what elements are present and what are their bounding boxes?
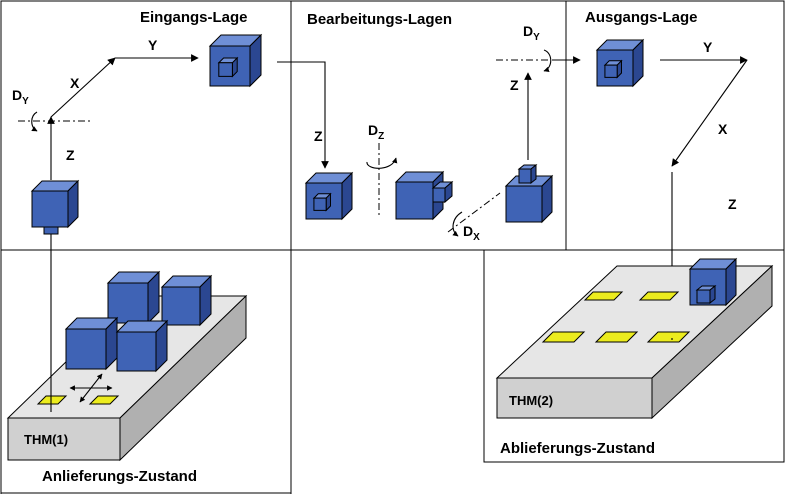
- dy-label-right: DY: [523, 23, 540, 43]
- outer-top-frame: [0, 0, 785, 251]
- tray-thm2-pocket-3: [541, 331, 586, 343]
- x-axis-arrow-right: [671, 59, 748, 167]
- inner-cube-front: [604, 64, 618, 78]
- input-section-title: Eingangs-Lage: [140, 9, 248, 26]
- cube: [30, 179, 80, 229]
- cube: [106, 270, 161, 325]
- placed-stub-side: [709, 284, 716, 305]
- output-section-title: Ausgangs-Lage: [585, 9, 698, 26]
- dy-label-left: DY: [12, 87, 29, 107]
- cube-front: [65, 328, 107, 370]
- top-stub: [518, 168, 532, 184]
- tray-thm1-side: [119, 294, 247, 462]
- output-position-cube: [595, 38, 645, 88]
- left-tray-cubes: [64, 270, 213, 373]
- dy-sub-right: Y: [533, 32, 540, 43]
- process-cube-3: [504, 163, 554, 224]
- tray-thm2-pocket-1: [583, 291, 624, 301]
- x-axis-label-left: X: [70, 75, 80, 91]
- side-stub-side: [444, 180, 453, 204]
- input-position-cube: [208, 33, 263, 88]
- y-axis-label-left: Y: [148, 37, 158, 53]
- rotation-dz-icon: [366, 157, 398, 169]
- position-double-arrow-icon: [69, 373, 113, 403]
- tray-thm2-label: THM(2): [509, 393, 553, 408]
- transfer-arrow-to-process: [277, 61, 329, 169]
- y-axis-label-right: Y: [703, 39, 713, 55]
- cube-front: [116, 331, 157, 372]
- process-cube-2: [394, 170, 454, 221]
- cube-front: [505, 185, 543, 223]
- gripper-stub: [43, 226, 59, 235]
- cube: [115, 319, 169, 373]
- dz-d: D: [368, 122, 378, 138]
- dx-d: D: [463, 223, 473, 239]
- pickup-cube: [30, 179, 80, 235]
- dy-d-left: D: [12, 87, 22, 103]
- tray-thm2: THM(2): [495, 264, 774, 420]
- cube-front: [31, 190, 69, 228]
- process-section-title: Bearbeitungs-Lagen: [307, 11, 452, 28]
- cube: [208, 33, 263, 88]
- placed-cube: [688, 257, 738, 307]
- tray-thm1-label: THM(1): [24, 432, 68, 447]
- cube-front: [395, 181, 434, 220]
- z-axis-label-up: Z: [510, 77, 519, 93]
- dz-sub: Z: [378, 131, 384, 142]
- delivery-state-label: Anlieferungs-Zustand: [42, 468, 197, 485]
- rotation-dy-left-icon: [31, 111, 38, 132]
- tray-thm2-pocket-2: [638, 291, 680, 301]
- output-state-label: Ablieferungs-Zustand: [500, 440, 655, 457]
- dy-sub-left: Y: [22, 96, 29, 107]
- cube-front: [161, 286, 201, 326]
- dx-label: DX: [463, 223, 480, 243]
- rotation-axis-dx: [447, 192, 501, 233]
- cube: [595, 38, 645, 88]
- dz-label: DZ: [368, 122, 384, 142]
- dx-sub: X: [473, 232, 480, 243]
- inner-cube-front: [313, 197, 327, 211]
- x-axis-arrow-left: [50, 57, 116, 118]
- side-stub: [432, 187, 446, 203]
- tray-thm2-pocket-4: [594, 331, 639, 343]
- cube: [64, 316, 119, 371]
- tray-thm2-pocket-5: [646, 331, 691, 343]
- dy-d-right: D: [523, 23, 533, 39]
- cube: [304, 171, 354, 221]
- rotation-dy-right-icon: [543, 49, 552, 73]
- cube: [160, 274, 213, 327]
- top-stub-side: [530, 163, 537, 185]
- rotation-dx-icon: [452, 211, 463, 237]
- right-bottom-frame: [483, 250, 785, 463]
- process-cube-1: [304, 171, 354, 221]
- cube: [504, 174, 554, 224]
- z-axis-label-right: Z: [728, 196, 737, 212]
- tray-thm2-side: [651, 264, 773, 420]
- x-axis-label-right: X: [718, 121, 728, 137]
- z-axis-label-left: Z: [66, 147, 75, 163]
- z-axis-label-middle: Z: [314, 128, 323, 144]
- cube-front: [107, 282, 149, 324]
- inner-cube-front: [218, 62, 233, 77]
- placed-stub: [696, 289, 711, 304]
